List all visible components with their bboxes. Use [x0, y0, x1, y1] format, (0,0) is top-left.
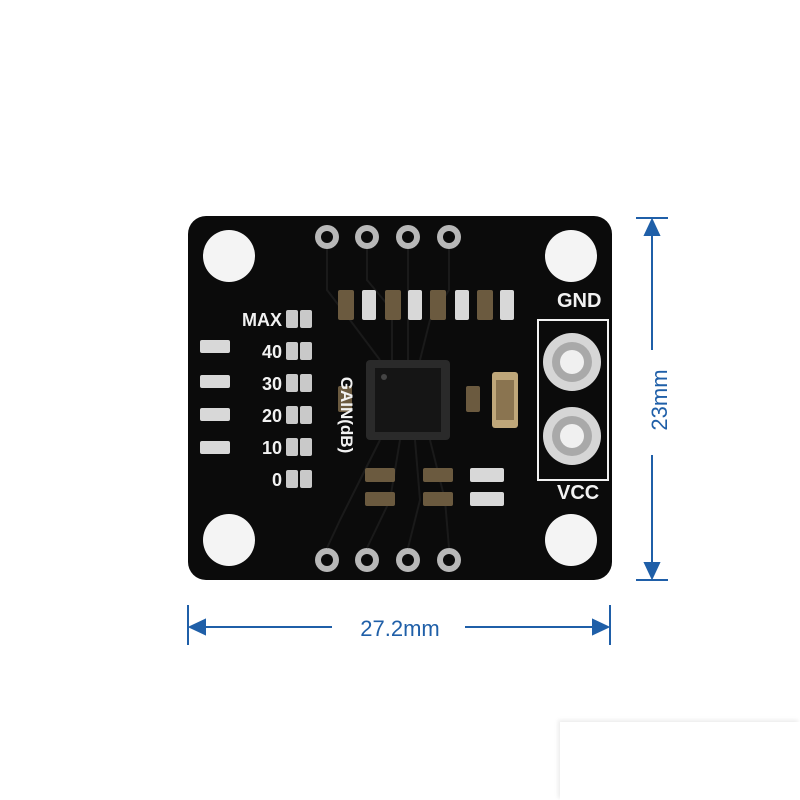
gain-level-30: 30: [261, 374, 282, 394]
gain-level-10: 10: [261, 438, 282, 458]
vcc-label: VCC: [557, 482, 600, 504]
arrow-left-icon: [187, 618, 206, 636]
height-dimension-label: 23mm: [647, 350, 677, 450]
hole-bottom-right: [545, 514, 597, 566]
mounting-holes: [203, 230, 597, 566]
gain-title: GAIN(dB): [337, 376, 356, 454]
hole-top-right: [545, 230, 597, 282]
gain-level-0: 0: [271, 470, 282, 490]
power-terminals: [537, 319, 609, 481]
arrow-right-icon: [592, 618, 611, 636]
component-right: [466, 386, 480, 412]
component-left: [338, 386, 352, 412]
main-ic: [366, 360, 450, 440]
gain-level-max: MAX: [242, 310, 282, 330]
gain-level-20: 20: [261, 406, 282, 426]
hole-bottom-left: [203, 514, 255, 566]
arrow-up-icon: [643, 217, 661, 236]
top-components: [338, 290, 514, 320]
gnd-label: GND: [557, 290, 602, 312]
gain-resistors: [200, 340, 230, 454]
width-dimension-label: 27.2mm: [340, 616, 460, 642]
bottom-components: [365, 468, 504, 506]
gain-level-40: 40: [261, 342, 282, 362]
gain-jumper-pads: [286, 310, 312, 488]
hole-top-left: [203, 230, 255, 282]
header-pins-top: [315, 225, 461, 249]
arrow-down-icon: [643, 562, 661, 581]
dimension-lines: [187, 217, 668, 645]
corner-overlay: [560, 722, 800, 800]
header-pins-bottom: [315, 548, 461, 572]
